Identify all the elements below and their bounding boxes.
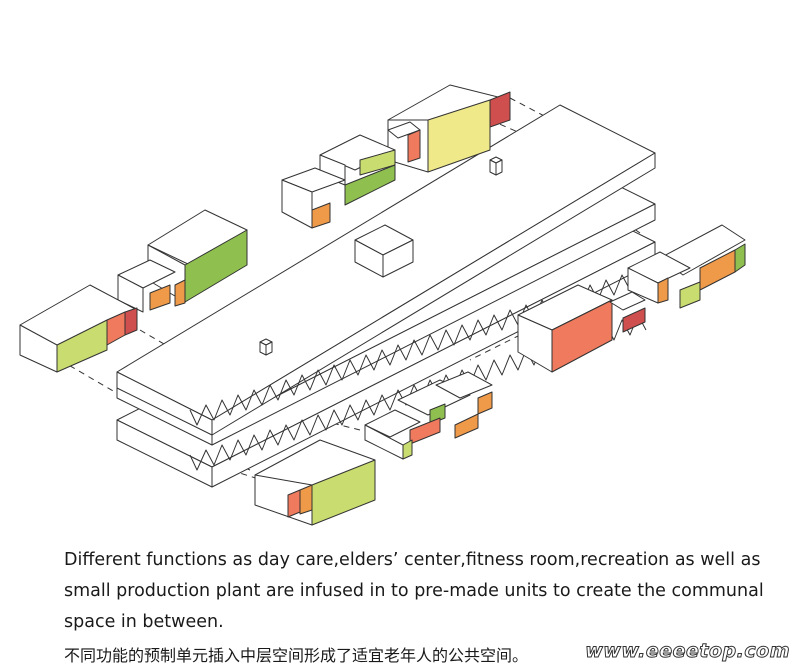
caption-line-1: Different functions as day care,elders’ … bbox=[64, 550, 761, 570]
watermark-text: www.eeeetop.com bbox=[585, 640, 790, 663]
axonometric-diagram bbox=[19, 84, 746, 526]
caption-line-3: space in between. bbox=[64, 612, 224, 632]
english-caption: Different functions as day care,elders’ … bbox=[64, 545, 764, 638]
chinese-caption: 不同功能的预制单元插入中层空间形成了适宜老年人的公共空间。 bbox=[64, 646, 529, 665]
unit-cluster-left bbox=[19, 209, 248, 373]
unit-cluster-bottom-center bbox=[364, 371, 493, 460]
roof-cube bbox=[354, 224, 414, 278]
caption-line-2: small production plant are infused in to… bbox=[64, 581, 764, 601]
unit-cluster-top-right bbox=[281, 84, 511, 229]
roof-vent-small bbox=[259, 156, 503, 356]
unit-cluster-bottom-left bbox=[254, 439, 376, 526]
unit-cluster-right bbox=[517, 224, 746, 373]
